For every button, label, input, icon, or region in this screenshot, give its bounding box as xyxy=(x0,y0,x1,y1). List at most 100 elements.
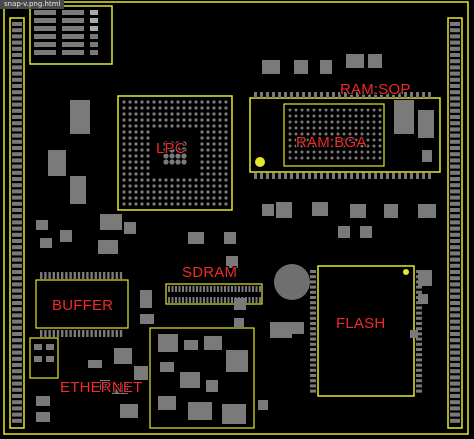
bga-ball xyxy=(206,190,210,194)
bga-ball xyxy=(218,166,222,170)
sop-pin xyxy=(398,173,401,179)
buffer-pin xyxy=(73,330,76,337)
label-ram-bga: RAM:BGA xyxy=(296,134,367,151)
bga-ball xyxy=(372,144,376,148)
passive-component xyxy=(384,204,398,218)
bga-ball xyxy=(336,138,340,142)
bga-ball xyxy=(140,100,144,104)
bga-ball xyxy=(122,106,126,110)
buffer-pin xyxy=(44,330,47,337)
bga-ball xyxy=(176,190,180,194)
header-pin xyxy=(12,406,22,411)
bga-ball xyxy=(294,114,298,118)
flash-pin xyxy=(310,290,316,294)
bga-ball xyxy=(218,184,222,188)
bga-ball xyxy=(318,150,322,154)
sop-pin xyxy=(416,92,419,98)
bga-ball xyxy=(200,190,204,194)
header-pin xyxy=(450,195,460,200)
bga-ball xyxy=(366,114,370,118)
bga-ball xyxy=(212,148,216,152)
bga-ball xyxy=(176,100,180,104)
sop-pin xyxy=(374,92,377,98)
passive-component xyxy=(140,290,152,308)
buffer-pin xyxy=(94,330,97,337)
bga-ball xyxy=(372,138,376,142)
bga-ball xyxy=(294,150,298,154)
header-pin xyxy=(450,133,460,138)
passive-component xyxy=(120,404,138,418)
buffer-pin xyxy=(52,330,55,337)
flash-pin xyxy=(310,327,316,331)
flash-pin xyxy=(310,374,316,377)
bga-ball xyxy=(378,126,382,130)
bga-ball xyxy=(134,112,138,116)
sdram-pin xyxy=(248,286,251,292)
bga-ball xyxy=(312,144,316,148)
bga-ball xyxy=(146,118,150,122)
connector-pad xyxy=(34,50,56,55)
bga-ball xyxy=(200,202,204,206)
sop-pin xyxy=(308,92,311,98)
bga-ball xyxy=(182,184,186,188)
bga-ball xyxy=(330,108,334,112)
connector-pad xyxy=(62,42,84,47)
connector-pad xyxy=(62,10,84,15)
header-pin xyxy=(450,146,460,150)
header-pin xyxy=(450,170,460,175)
flash-pin xyxy=(416,368,422,372)
bga-ball xyxy=(134,100,138,104)
bga-ball xyxy=(152,124,156,128)
bga-ball xyxy=(224,190,228,194)
bga-ball xyxy=(134,130,138,134)
bga-ball xyxy=(218,148,222,152)
sop-pin xyxy=(422,173,425,179)
bga-ball xyxy=(206,178,210,182)
bga-ball xyxy=(360,108,364,112)
buffer-pin xyxy=(86,330,89,337)
header-pin xyxy=(12,288,22,293)
bga-ball xyxy=(354,120,358,124)
buffer-pin xyxy=(115,272,118,279)
connector-pad xyxy=(34,42,56,47)
bga-ball xyxy=(324,132,328,136)
header-pin xyxy=(12,400,22,405)
bga-ball xyxy=(324,138,328,142)
bga-ball xyxy=(128,160,132,164)
sop-pin xyxy=(320,92,323,98)
header-pin xyxy=(12,356,22,361)
header-pin xyxy=(450,387,460,392)
bga-ball xyxy=(200,160,204,164)
bga-ball xyxy=(146,184,150,188)
bga-ball xyxy=(200,148,204,152)
bga-ball xyxy=(158,178,162,182)
sdram-pin xyxy=(259,297,261,303)
buffer-pin xyxy=(48,330,51,337)
bga-ball xyxy=(164,184,168,188)
bga-ball xyxy=(312,114,316,118)
sop-pin xyxy=(416,173,419,179)
bga-ball xyxy=(224,136,228,140)
bga-ball xyxy=(134,196,138,200)
bga-ball xyxy=(163,141,169,147)
sop-pin xyxy=(344,92,347,98)
bga-ball xyxy=(348,120,352,124)
bga-ball xyxy=(306,108,310,112)
bga-ball xyxy=(140,118,144,122)
bga-ball xyxy=(300,120,304,124)
bga-ball xyxy=(206,148,210,152)
bga-ball xyxy=(164,196,168,200)
bga-ball xyxy=(306,114,310,118)
bga-ball xyxy=(164,100,168,104)
bga-ball xyxy=(300,144,304,148)
bga-ball xyxy=(170,106,174,110)
bga-ball xyxy=(128,130,132,134)
header-pin xyxy=(12,102,22,107)
bga-ball xyxy=(218,130,222,134)
bga-ball xyxy=(146,202,150,206)
bga-ball xyxy=(306,126,310,130)
sdram-pin xyxy=(203,286,205,292)
sdram-pin xyxy=(248,297,251,303)
header-pin xyxy=(450,412,460,417)
